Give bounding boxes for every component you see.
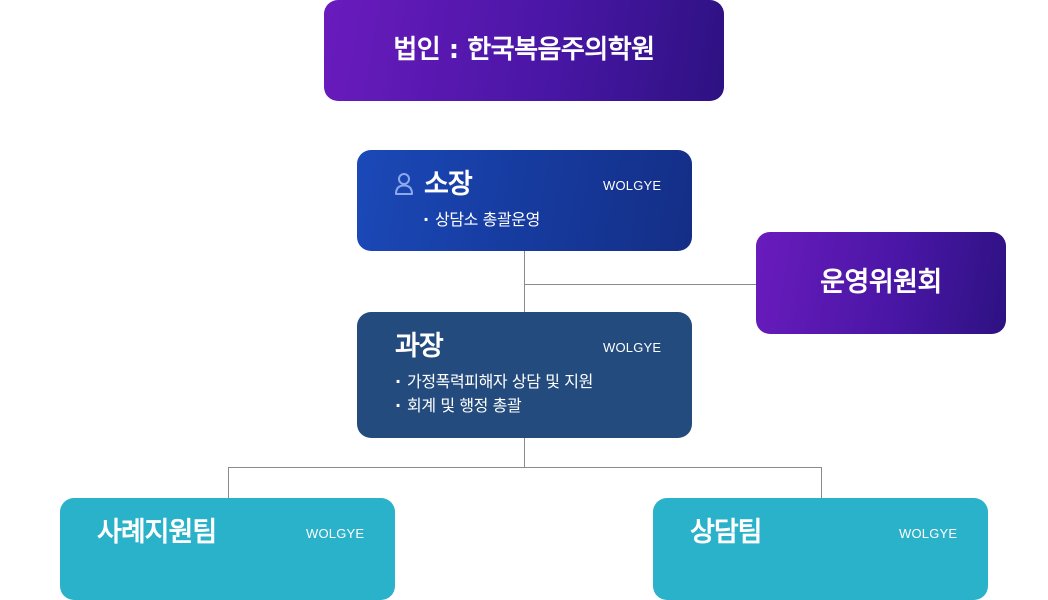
director-duties: 상담소 총괄운영 (423, 208, 540, 232)
connector-team-left (228, 467, 229, 499)
counseling-team-box: 상담팀 WOLGYE (653, 498, 988, 600)
manager-box: 과장 WOLGYE 가정폭력피해자 상담 및 지원 회계 및 행정 총괄 (357, 312, 692, 438)
corporation-box: 법인 : 한국복음주의학원 (324, 0, 724, 101)
manager-tag: WOLGYE (603, 340, 662, 355)
director-title: 소장 (424, 169, 473, 200)
manager-duties: 가정폭력피해자 상담 및 지원 회계 및 행정 총괄 (395, 370, 593, 418)
manager-duty: 회계 및 행정 총괄 (395, 394, 593, 418)
director-tag: WOLGYE (603, 178, 662, 193)
connector-teams-horizontal (228, 467, 822, 468)
connector-committee (524, 284, 757, 285)
director-duty: 상담소 총괄운영 (423, 208, 540, 232)
corporation-label: 법인 : 한국복음주의학원 (393, 35, 655, 65)
director-box: 소장 WOLGYE 상담소 총괄운영 (357, 150, 692, 251)
connector-team-right (821, 467, 822, 499)
manager-duty: 가정폭력피해자 상담 및 지원 (395, 370, 593, 394)
connector-manager-teams (524, 437, 525, 467)
manager-title: 과장 (395, 331, 444, 362)
committee-title: 운영위원회 (820, 267, 942, 298)
person-icon (394, 172, 414, 196)
case-support-team-box: 사례지원팀 WOLGYE (60, 498, 395, 600)
case-support-team-tag: WOLGYE (306, 526, 365, 541)
committee-box: 운영위원회 (756, 232, 1006, 334)
case-support-team-title: 사례지원팀 (97, 517, 217, 548)
connector-director-manager (524, 251, 525, 313)
counseling-team-tag: WOLGYE (899, 526, 958, 541)
counseling-team-title: 상담팀 (690, 517, 763, 548)
